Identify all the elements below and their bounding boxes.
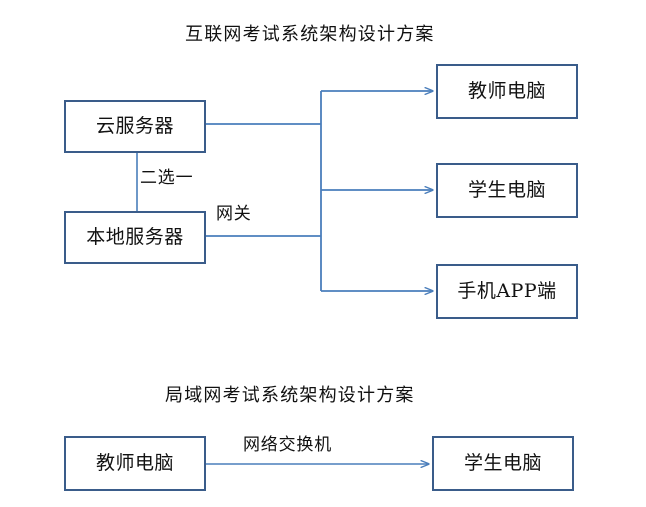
- section-title-lan: 局域网考试系统架构设计方案: [165, 385, 415, 406]
- node-student-pc-label: 学生电脑: [467, 179, 546, 201]
- node-local-server-label: 本地服务器: [86, 226, 184, 248]
- node-cloud-server-label: 云服务器: [95, 115, 174, 137]
- node-mobile-app-label: 手机APP端: [457, 280, 557, 302]
- node-lan-teacher-pc-label: 教师电脑: [95, 452, 174, 474]
- node-teacher-pc-label: 教师电脑: [467, 80, 546, 102]
- edge-label-network-switch: 网络交换机: [243, 435, 332, 455]
- node-lan-teacher-pc[interactable]: 教师电脑: [64, 436, 206, 491]
- node-lan-student-pc-label: 学生电脑: [463, 452, 542, 474]
- edge-label-gateway: 网关: [216, 204, 252, 224]
- node-mobile-app[interactable]: 手机APP端: [436, 264, 578, 319]
- node-cloud-server[interactable]: 云服务器: [64, 100, 206, 153]
- section-title-internet: 互联网考试系统架构设计方案: [185, 24, 435, 45]
- edge-label-choose-one: 二选一: [140, 168, 194, 188]
- node-lan-student-pc[interactable]: 学生电脑: [432, 436, 574, 491]
- node-student-pc[interactable]: 学生电脑: [436, 163, 578, 218]
- node-teacher-pc[interactable]: 教师电脑: [436, 64, 578, 119]
- node-local-server[interactable]: 本地服务器: [64, 211, 206, 264]
